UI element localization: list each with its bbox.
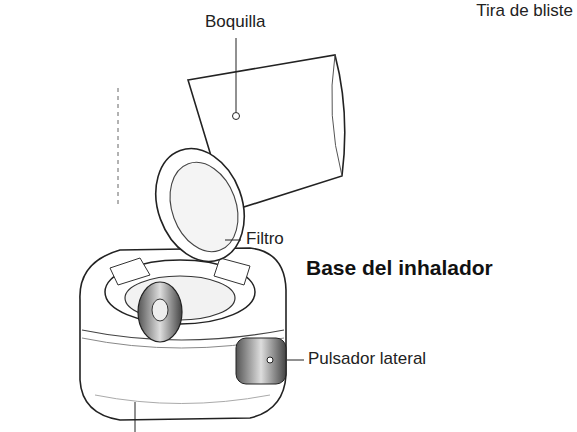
filter-cap [141, 136, 260, 274]
part-label: Pulsador lateral [308, 349, 426, 369]
side-button [236, 338, 286, 384]
leader-lines [135, 38, 304, 432]
part-label: Boquilla [205, 12, 266, 32]
part-label: Tira de bliste [476, 1, 573, 21]
axis-line [118, 88, 119, 205]
part-label: Filtro [246, 229, 284, 249]
part-label: Base del inhalador [306, 256, 493, 280]
inhaler-base [80, 248, 286, 420]
